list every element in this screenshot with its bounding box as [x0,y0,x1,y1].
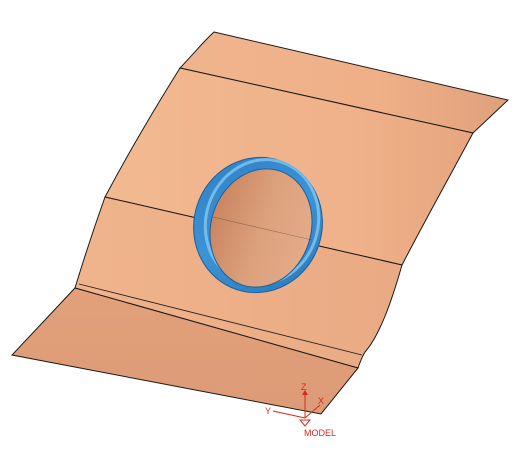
flanged-hole-feature[interactable] [176,141,340,310]
triad-origin-marker-icon [298,419,312,427]
triad-x-axis [304,404,321,419]
triad-y-label: Y [265,406,271,416]
bottom-flat-face[interactable] [11,287,359,415]
triad-z-label: Z [301,382,307,392]
triad-model-label: MODEL [304,428,336,438]
triad-x-label: X [318,396,324,406]
triad-y-axis [272,410,306,419]
triad-z-arrow-icon [302,390,308,395]
coordinate-triad: Z Y X MODEL [265,382,336,438]
hole-seam-line [212,216,313,241]
hole-bore[interactable] [195,155,327,300]
bend-tangent-line [78,283,363,356]
